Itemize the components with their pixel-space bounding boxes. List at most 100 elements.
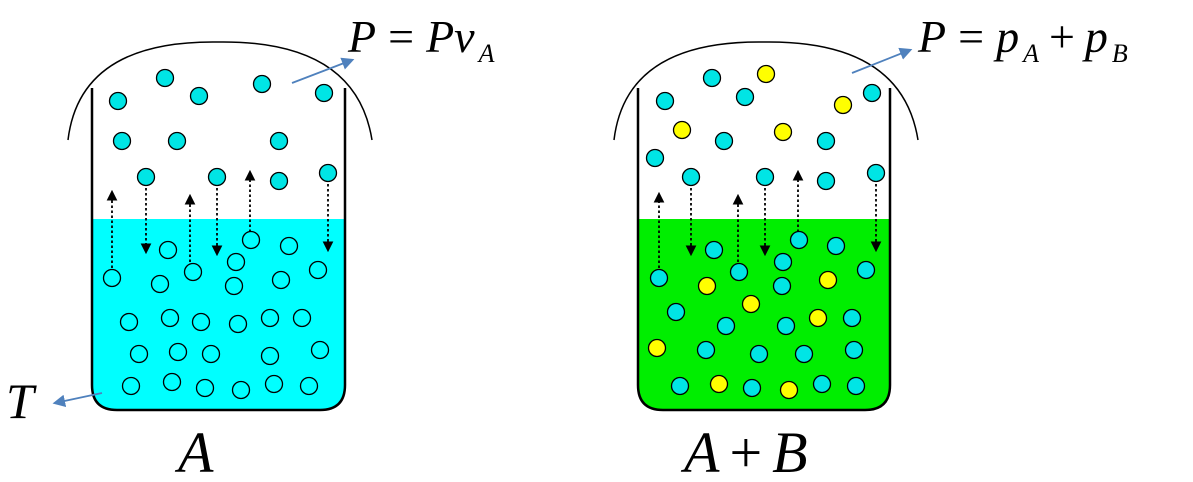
molecule-A	[271, 270, 291, 290]
molecule-B	[647, 338, 667, 358]
container-AB-outline	[636, 88, 892, 412]
molecule-A	[749, 344, 769, 364]
molecule-A	[742, 378, 762, 398]
molecule-A	[702, 68, 722, 88]
molecule-B	[697, 276, 717, 296]
molecule-A	[704, 240, 724, 260]
liquid-molecules-A	[102, 230, 330, 400]
molecule-A	[649, 268, 669, 288]
title-A: A	[174, 420, 214, 482]
molecule-B	[833, 95, 853, 115]
container-AB-lid	[613, 41, 919, 141]
molecule-A	[696, 340, 716, 360]
molecule-A	[735, 87, 755, 107]
molecule-A	[269, 131, 289, 151]
molecule-A	[846, 376, 866, 396]
molecule-A	[716, 316, 736, 336]
molecule-B	[709, 374, 729, 394]
molecule-A	[201, 344, 221, 364]
molecule-A	[776, 316, 796, 336]
molecule-A	[645, 148, 665, 168]
molecule-A	[189, 86, 209, 106]
pressure-pointer-AB	[851, 47, 913, 74]
molecule-A	[155, 68, 175, 88]
molecule-A	[794, 344, 814, 364]
molecule-A	[789, 230, 809, 250]
molecule-A	[226, 252, 246, 272]
molecule-A	[681, 167, 701, 187]
molecule-A	[102, 268, 122, 288]
molecule-A	[862, 83, 882, 103]
molecule-A	[228, 314, 248, 334]
molecule-A	[158, 240, 178, 260]
molecule-A	[168, 342, 188, 362]
temperature-pointer	[52, 392, 103, 408]
molecule-A	[816, 171, 836, 191]
molecule-A	[856, 260, 876, 280]
molecule-A	[231, 380, 251, 400]
container-AB	[613, 41, 919, 412]
liquid-molecules-AB	[647, 230, 876, 400]
molecule-B	[818, 270, 838, 290]
molecule-A	[772, 276, 792, 296]
container-A-lid	[67, 41, 373, 141]
exchange-arrows-A	[106, 169, 334, 268]
molecule-B	[672, 120, 692, 140]
molecule-A	[191, 312, 211, 332]
molecule-B	[808, 308, 828, 328]
molecule-A	[666, 302, 686, 322]
molecule-A	[195, 378, 215, 398]
molecule-A	[241, 230, 261, 250]
molecule-A	[826, 236, 846, 256]
vapor-molecules-A	[108, 68, 338, 191]
molecule-A	[314, 83, 334, 103]
molecule-A	[183, 262, 203, 282]
molecule-A	[129, 344, 149, 364]
molecule-A	[260, 308, 280, 328]
vapor-molecules-AB	[645, 64, 886, 191]
molecule-A	[842, 308, 862, 328]
molecule-A	[162, 372, 182, 392]
molecule-A	[121, 376, 141, 396]
pressure-label-A: P = Pv A	[347, 11, 495, 68]
molecule-A	[310, 340, 330, 360]
molecule-A	[269, 171, 289, 191]
molecule-A	[207, 167, 227, 187]
molecule-A	[866, 163, 886, 183]
molecule-A	[655, 91, 675, 111]
molecule-A	[773, 252, 793, 272]
molecule-A	[264, 374, 284, 394]
temperature-label: T	[6, 373, 37, 429]
molecule-A	[119, 312, 139, 332]
molecule-A	[844, 340, 864, 360]
molecule-A	[670, 376, 690, 396]
molecule-A	[308, 260, 328, 280]
liquid-AB	[638, 219, 890, 410]
molecule-B	[756, 64, 776, 84]
molecule-A	[812, 374, 832, 394]
molecule-A	[150, 274, 170, 294]
molecule-A	[729, 262, 749, 282]
molecule-A	[167, 131, 187, 151]
molecule-A	[299, 376, 319, 396]
liquid-A	[92, 219, 345, 410]
molecule-B	[779, 380, 799, 400]
pressure-label-AB: P = p A + p B	[917, 11, 1128, 68]
molecule-B	[741, 294, 761, 314]
molecule-A	[279, 236, 299, 256]
molecule-A	[292, 308, 312, 328]
molecule-A	[714, 131, 734, 151]
molecule-A	[160, 308, 180, 328]
molecule-A	[112, 131, 132, 151]
molecule-A	[816, 131, 836, 151]
molecule-B	[773, 122, 793, 142]
molecule-A	[108, 91, 128, 111]
molecule-A	[318, 163, 338, 183]
molecule-A	[755, 167, 775, 187]
molecule-A	[260, 346, 280, 366]
molecule-A	[224, 276, 244, 296]
exchange-arrows-AB	[653, 169, 882, 268]
molecule-A	[252, 74, 272, 94]
molecule-A	[136, 167, 156, 187]
